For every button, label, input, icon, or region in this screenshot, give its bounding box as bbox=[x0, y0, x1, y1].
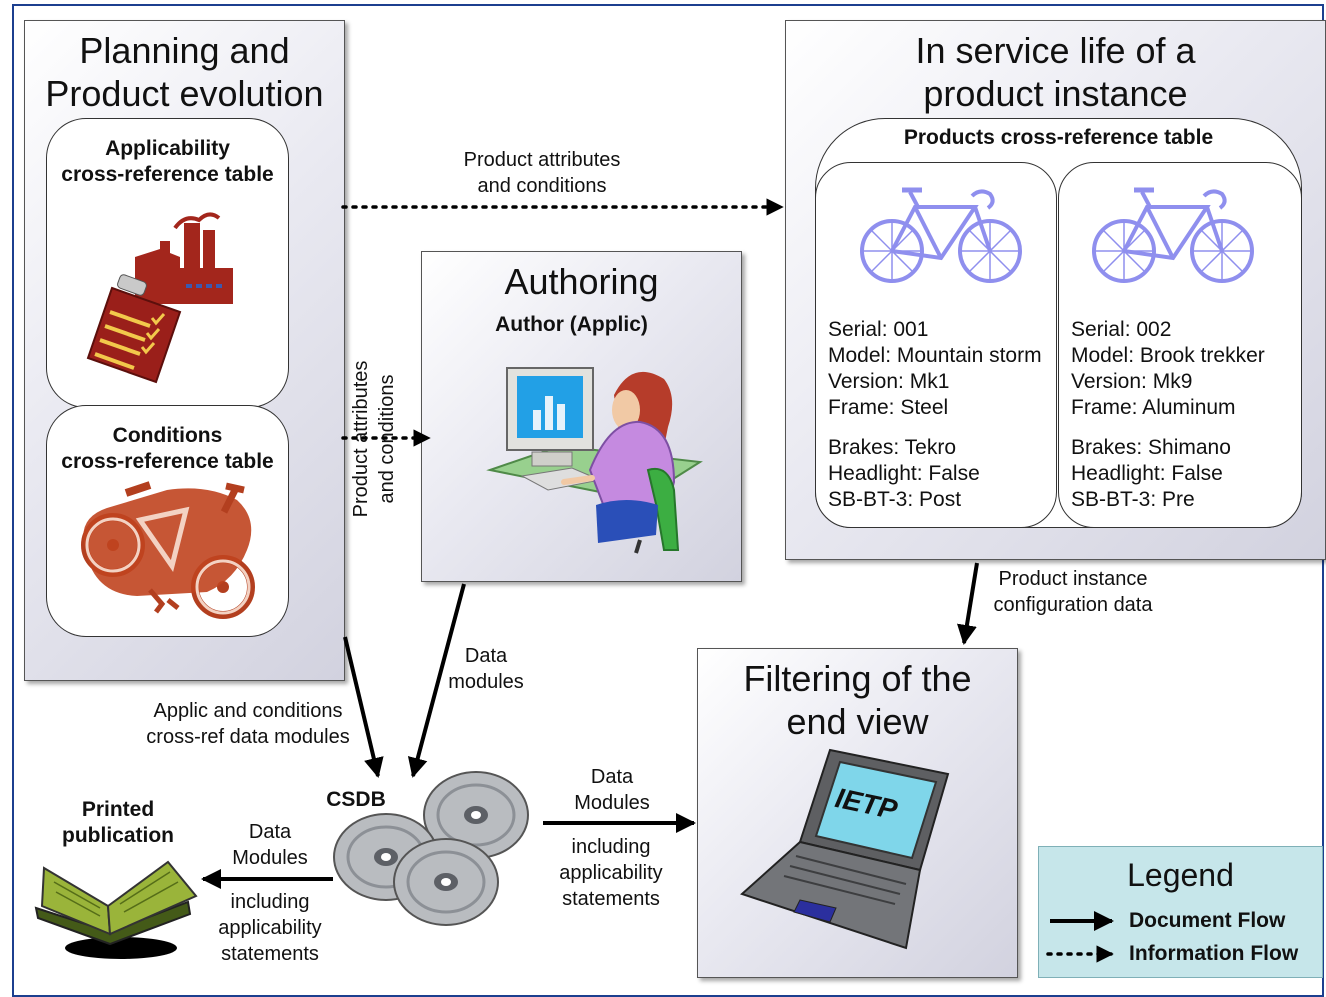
flow-label-line: modules bbox=[448, 671, 524, 693]
printed-publication-label: Printed publication bbox=[48, 797, 188, 849]
product-model: Model: Mountain storm bbox=[828, 344, 1042, 367]
product-service-bulletin: SB-BT-3: Post bbox=[828, 488, 962, 511]
bike-parts-icon bbox=[81, 481, 255, 619]
flow-label-applic-data-modules: Applic and conditions cross-ref data mod… bbox=[132, 698, 364, 750]
filtering-title-line: end view bbox=[786, 701, 929, 742]
factory-clipboard-icon bbox=[86, 212, 233, 384]
printed-publication-line: Printed bbox=[81, 798, 155, 821]
flow-label-top: Product attributes and conditions bbox=[430, 147, 654, 199]
book-icon bbox=[34, 860, 198, 959]
applicability-table-line: cross-reference table bbox=[61, 163, 274, 186]
bicycle-icon bbox=[860, 187, 1022, 283]
flow-label-line: Data bbox=[464, 645, 508, 667]
planning-title: Planning and Product evolution bbox=[25, 29, 344, 115]
flow-label-line: Modules bbox=[574, 792, 650, 814]
flow-label-left-including: including applicability statements bbox=[207, 889, 333, 967]
csdb-label: CSDB bbox=[326, 788, 386, 811]
flow-label-line: Applic and conditions bbox=[153, 700, 343, 722]
planning-title-line: Product evolution bbox=[45, 73, 324, 114]
flow-label-right-including: including applicability statements bbox=[548, 834, 674, 912]
flow-label-instance: Product instance configuration data bbox=[978, 566, 1168, 618]
product-model: Model: Brook trekker bbox=[1071, 344, 1265, 367]
products-table-title: Products cross-reference table bbox=[903, 126, 1214, 149]
service-title-line: In service life of a bbox=[915, 30, 1196, 71]
legend-box: Legend Document Flow Information Flow bbox=[1038, 846, 1323, 978]
flow-label-line: Data bbox=[248, 821, 292, 843]
flow-label-line: statements bbox=[562, 888, 660, 910]
product-headlight: Headlight: False bbox=[1071, 462, 1223, 485]
service-title: In service life of a product instance bbox=[786, 29, 1325, 115]
conditions-table-line: Conditions bbox=[112, 424, 223, 447]
flow-label-line: cross-ref data modules bbox=[146, 726, 350, 748]
applicability-table-label: Applicability cross-reference table bbox=[47, 136, 288, 188]
flow-label-left-data-modules: Data Modules bbox=[218, 819, 322, 871]
authoring-title: Authoring bbox=[504, 261, 659, 302]
flow-label-line: including bbox=[571, 836, 651, 858]
service-title-line: product instance bbox=[923, 73, 1188, 114]
flow-label-author-data-modules: Data modules bbox=[436, 643, 536, 695]
flow-label-line: Modules bbox=[232, 847, 308, 869]
authoring-subtitle: Author (Applic) bbox=[495, 313, 648, 336]
product-brakes: Brakes: Tekro bbox=[828, 436, 956, 459]
flow-label-line: statements bbox=[221, 943, 319, 965]
flow-label-line: configuration data bbox=[993, 594, 1153, 616]
doc-flow-arrow-author-to-csdb bbox=[407, 583, 466, 778]
printed-publication-line: publication bbox=[62, 824, 174, 847]
flow-label-line: applicability bbox=[559, 862, 663, 884]
flow-label-line: and conditions bbox=[477, 175, 607, 197]
product-serial: Serial: 002 bbox=[1071, 318, 1172, 341]
product-frame: Frame: Aluminum bbox=[1071, 396, 1236, 419]
applicability-table-line: Applicability bbox=[105, 137, 230, 160]
flow-label-right-data-modules: Data Modules bbox=[560, 764, 664, 816]
laptop-icon bbox=[740, 748, 950, 950]
legend-information-flow-label: Information Flow bbox=[1129, 942, 1299, 965]
product-headlight: Headlight: False bbox=[828, 462, 980, 485]
flow-label-line: applicability bbox=[218, 917, 322, 939]
legend-document-flow-label: Document Flow bbox=[1129, 909, 1286, 932]
conditions-table-line: cross-reference table bbox=[61, 450, 274, 473]
legend-title: Legend bbox=[1127, 857, 1234, 893]
product-version: Version: Mk1 bbox=[828, 370, 950, 393]
product-card-002: Serial: 002 Model: Brook trekker Version… bbox=[1058, 162, 1302, 528]
author-computer-icon bbox=[486, 367, 703, 554]
flow-label-line: Product attributes bbox=[463, 149, 621, 171]
filtering-title-line: Filtering of the bbox=[743, 658, 972, 699]
flow-label-line: Data bbox=[590, 766, 634, 788]
flow-label-line: including bbox=[230, 891, 310, 913]
product-spec-list: Serial: 001 Model: Mountain storm Versio… bbox=[828, 317, 1042, 513]
csdb-disk-icon bbox=[333, 771, 529, 926]
product-frame: Frame: Steel bbox=[828, 396, 949, 419]
product-card-001: Serial: 001 Model: Mountain storm Versio… bbox=[815, 162, 1057, 528]
product-brakes: Brakes: Shimano bbox=[1071, 436, 1231, 459]
bicycle-icon bbox=[1092, 187, 1254, 283]
product-service-bulletin: SB-BT-3: Pre bbox=[1071, 488, 1195, 511]
flow-label-line: Product instance bbox=[998, 568, 1148, 590]
product-version: Version: Mk9 bbox=[1071, 370, 1193, 393]
product-spec-list: Serial: 002 Model: Brook trekker Version… bbox=[1071, 317, 1265, 513]
doc-flow-arrow-planning-to-csdb bbox=[343, 636, 384, 778]
product-serial: Serial: 001 bbox=[828, 318, 929, 341]
filtering-title: Filtering of the end view bbox=[698, 657, 1017, 743]
doc-flow-arrow-instance bbox=[957, 562, 979, 645]
planning-title-line: Planning and bbox=[79, 30, 290, 71]
conditions-table-label: Conditions cross-reference table bbox=[47, 423, 288, 475]
